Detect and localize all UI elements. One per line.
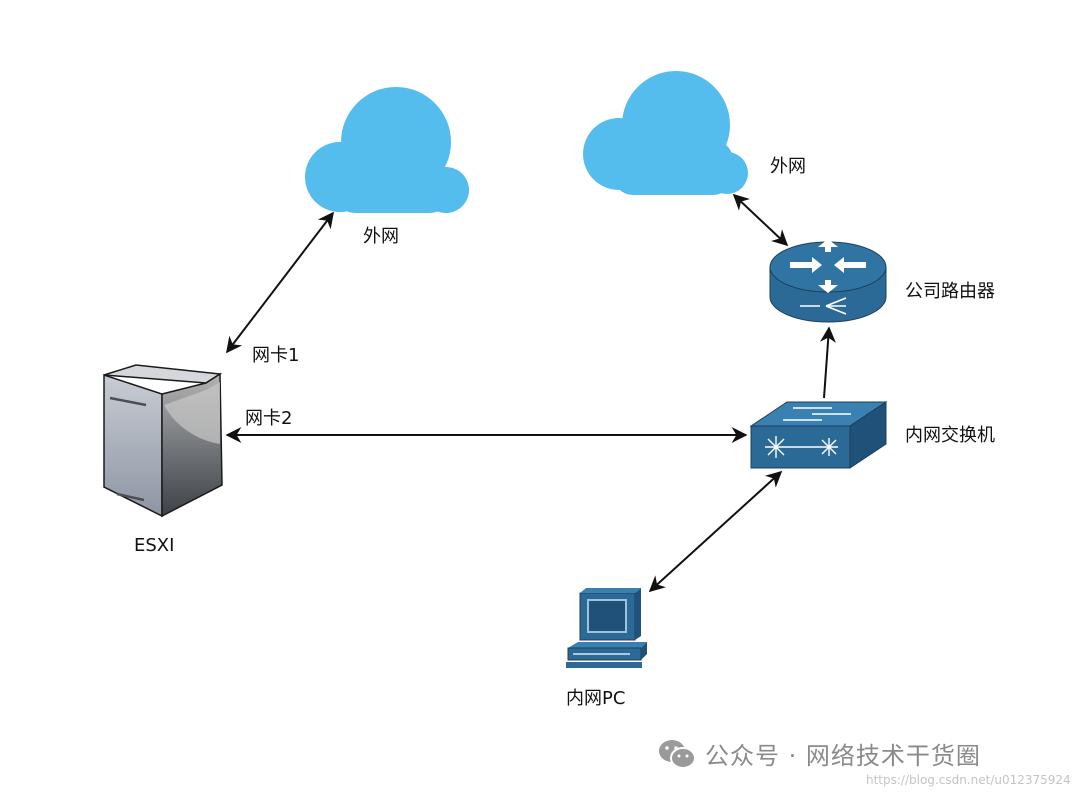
link-esxi-cloud-left	[226, 211, 334, 354]
switch-icon	[749, 401, 888, 469]
switch-label: 内网交换机	[905, 425, 995, 446]
watermark-url: https://blog.csdn.net/u012375924	[866, 773, 1071, 787]
nic2-label: 网卡2	[245, 408, 293, 429]
cloud-right-icon	[583, 71, 748, 195]
router-label: 公司路由器	[905, 281, 995, 302]
watermark-text: 公众号 · 网络技术干货圈	[705, 742, 981, 770]
link-switch-pc	[648, 470, 783, 593]
wechat-icon	[659, 739, 696, 769]
nic1-label: 网卡1	[252, 345, 300, 366]
esxi-label: ESXI	[134, 535, 175, 556]
pc-label: 内网PC	[566, 688, 626, 709]
cloud-left-label: 外网	[363, 226, 399, 247]
pc-icon	[566, 588, 647, 668]
cloud-left-icon	[305, 87, 469, 213]
link-cloud-right-router	[732, 193, 789, 247]
watermark: 公众号 · 网络技术干货圈	[657, 736, 981, 771]
esxi-server-icon	[103, 364, 223, 518]
cloud-right-label: 外网	[770, 156, 806, 177]
router-icon	[769, 239, 887, 323]
link-switch-router	[819, 326, 836, 399]
